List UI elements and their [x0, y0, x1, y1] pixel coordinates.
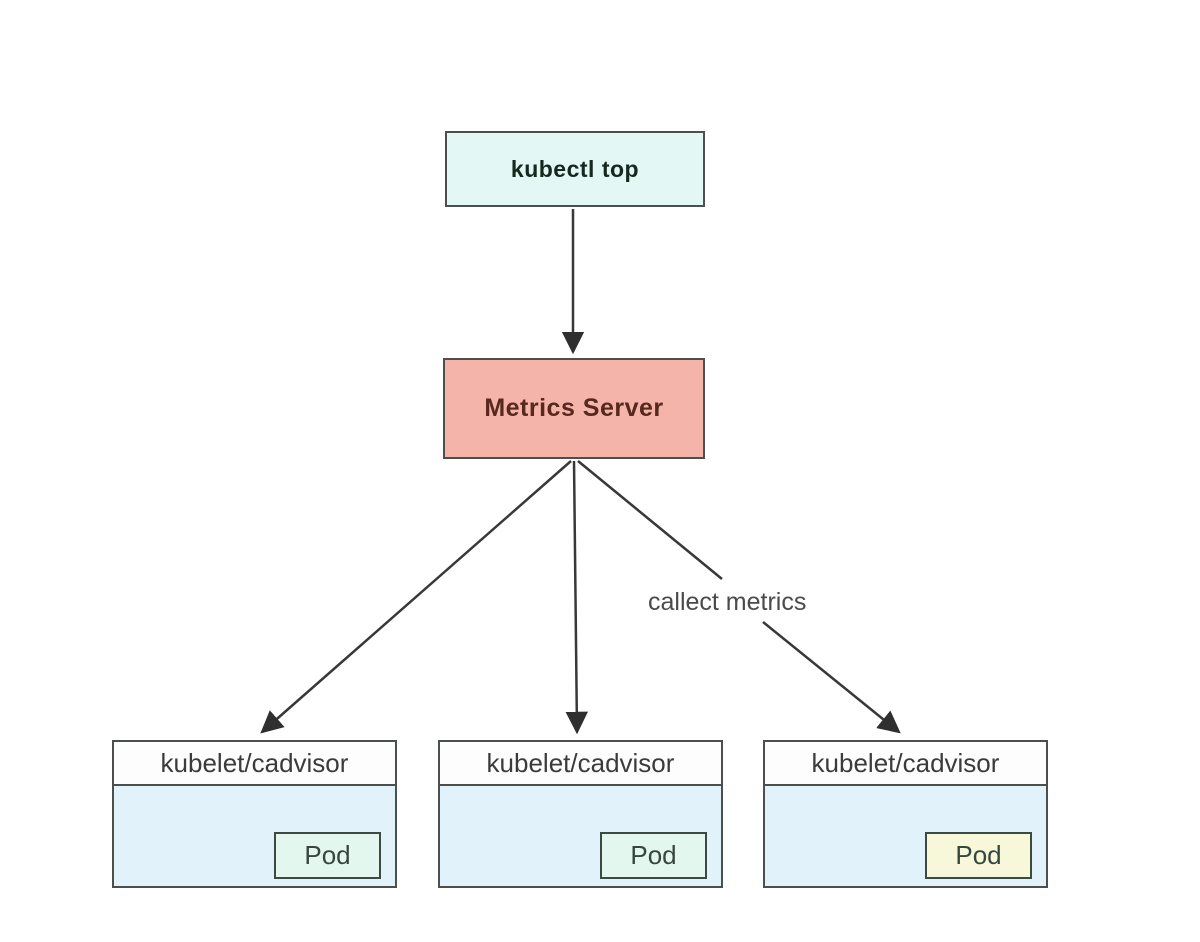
- arrow-metrics-to-worker-1: [260, 460, 572, 734]
- worker-node-2: kubelet/cadvisor Pod: [438, 740, 723, 888]
- worker-node-3-pod-label: Pod: [955, 840, 1002, 870]
- worker-node-3-header: kubelet/cadvisor: [765, 742, 1046, 786]
- metrics-server-node: Metrics Server: [443, 358, 705, 459]
- worker-node-3: kubelet/cadvisor Pod: [763, 740, 1048, 888]
- worker-node-2-body: Pod: [440, 786, 721, 886]
- worker-node-2-pod: Pod: [600, 832, 707, 879]
- worker-node-1-pod-label: Pod: [304, 840, 351, 870]
- collect-metrics-edge-label: callect metrics: [648, 588, 807, 616]
- worker-node-2-header: kubelet/cadvisor: [440, 742, 721, 786]
- arrow-metrics-to-worker-3-lower: [762, 621, 901, 734]
- kubectl-top-node: kubectl top: [445, 131, 705, 207]
- worker-node-3-pod: Pod: [925, 832, 1032, 879]
- kubectl-top-label: kubectl top: [510, 155, 640, 182]
- metrics-server-label: Metrics Server: [484, 394, 664, 422]
- worker-node-1-pod: Pod: [274, 832, 381, 879]
- worker-node-1-header: kubelet/cadvisor: [114, 742, 395, 786]
- worker-node-1-body: Pod: [114, 786, 395, 886]
- arrow-metrics-to-worker-2: [565, 460, 589, 735]
- worker-node-3-body: Pod: [765, 786, 1046, 886]
- worker-node-2-pod-label: Pod: [630, 840, 677, 870]
- arrow-metrics-to-worker-3-upper: [577, 460, 723, 580]
- worker-node-1: kubelet/cadvisor Pod: [112, 740, 397, 888]
